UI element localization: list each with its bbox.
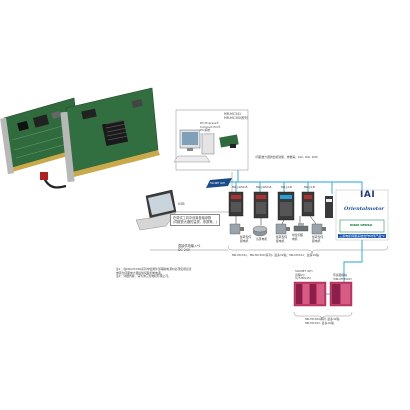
io-caption-line1: MR-MC300系列: 最多32轴 — [305, 317, 340, 321]
motor-cables — [235, 215, 317, 225]
motor-5 — [311, 223, 326, 235]
iai-logo: IAI — [360, 190, 376, 200]
motor-label-4: 线性伺服电机 — [292, 233, 304, 241]
pc-board-label-line1: MR-MC341 — [224, 112, 242, 116]
servo-amp-3 — [277, 191, 295, 221]
axis-brace — [227, 245, 389, 255]
setup-label-line1: 在调试工具中设置各轴参数 — [173, 216, 212, 220]
amp-label-4: MR-J4-B — [304, 185, 315, 189]
amp-label-2: MR-J4W3-B — [256, 185, 272, 189]
orientalmotor-logo: Orientalmotor — [344, 206, 385, 212]
bus-label-line2: Compact PCI® — [200, 124, 221, 129]
io-caption-line2: MR-MC341: 最多16轴 — [305, 320, 334, 325]
servo-amp-2 — [253, 191, 269, 219]
network-tag-label: SSCNET III/H — [210, 182, 225, 185]
amp-label-3: MR-J4-B — [281, 185, 292, 189]
motor-label-2: 直驱电机 — [256, 237, 268, 241]
motor-1 — [229, 223, 244, 235]
io-left-label-line1: SSCNET III/H — [295, 269, 313, 273]
usb-label: USB — [178, 202, 185, 206]
io-brace — [293, 311, 353, 321]
monitor-label: (伺服放大器的监视功能，参数等，PLC, RIO, DIO) — [255, 155, 319, 159]
remote-io-module — [293, 281, 327, 307]
axis-caption: MR-MC341、MR-MC300(系列): 最多32轴；MR-MC341：最多… — [232, 253, 319, 257]
setup-label: 在调试工具中设置各轴参数 (伺服放大器的监视、参数等。) — [170, 214, 220, 226]
pc-board-card — [219, 134, 239, 148]
bus-label-line3: PCI系统 — [200, 128, 211, 133]
motor-4 — [293, 223, 309, 232]
bus-label-line1: PCI Express® — [200, 121, 220, 125]
setup-label-line2: (伺服放大器的监视、参数等。) — [173, 220, 217, 224]
io-right-label-line1: 传感器模块 — [333, 273, 347, 277]
power-label-line2: DC 24V — [178, 248, 190, 252]
motor-2 — [252, 225, 268, 237]
pc-board-label-line2: MR-MC300系列 — [224, 116, 248, 120]
partner-banner: 三菱电机伺服系统合作伙伴产品*2 — [338, 234, 386, 238]
amp-label-1: MR-J4W2-B — [232, 185, 248, 189]
nikki-denso-logo: NIKKI DENSO — [350, 223, 373, 227]
note-1: 注1：在MR-MC300系列中使用外部辅助电源时必须使用直流 — [116, 267, 192, 271]
pc-board-label: MR-MC341 MR-MC300系列 — [224, 112, 247, 120]
laptop — [135, 189, 177, 231]
note-1-cont: 电源为伺服放大器提供伺服控制电源。 — [116, 270, 164, 275]
motor-label-3: 旋转型伺服电机 — [276, 235, 288, 243]
sensor-module — [329, 281, 353, 307]
io-right-label: 传感器模块 (MR-MT2000) — [333, 273, 352, 281]
connector-cable — [43, 177, 67, 189]
connector-plug — [40, 172, 48, 180]
pc-keyboard — [173, 155, 211, 163]
network-tag — [206, 178, 232, 188]
motor-label-5: 旋转型伺服电机 — [312, 235, 324, 243]
io-caption: MR-MC300系列: 最多32轴 MR-MC341: 最多16轴 — [305, 317, 340, 325]
pc-monitor — [179, 129, 201, 151]
io-left-label-line2: 远程I/O — [295, 272, 305, 277]
partner-panel — [335, 189, 389, 241]
servo-amp-1 — [228, 191, 244, 217]
partner-amp — [325, 196, 333, 218]
note-2: 注2：详细内容，请咨询三菱电机有限公司。 — [116, 274, 171, 279]
bus-label: PCI Express® Compact PCI® PCI系统 — [200, 121, 221, 133]
motor-label-1: 旋转型伺服电机 — [240, 235, 252, 243]
io-left-label-line3: (LJ72MS15) — [295, 276, 311, 281]
motor-3 — [275, 223, 290, 235]
io-right-label-line2: (MR-MT2000) — [333, 276, 352, 281]
pci-board-right — [60, 87, 160, 183]
power-label: 直接供电输入*1 DC 24V — [178, 244, 201, 252]
power-label-line1: 直接供电输入*1 — [178, 244, 201, 248]
servo-amp-4 — [301, 191, 315, 217]
io-left-label: SSCNET III/H 远程I/O (LJ72MS15) — [295, 269, 313, 281]
notes: 注1：在MR-MC300系列中使用外部辅助电源时必须使用直流 电源为伺服放大器提… — [116, 267, 192, 279]
